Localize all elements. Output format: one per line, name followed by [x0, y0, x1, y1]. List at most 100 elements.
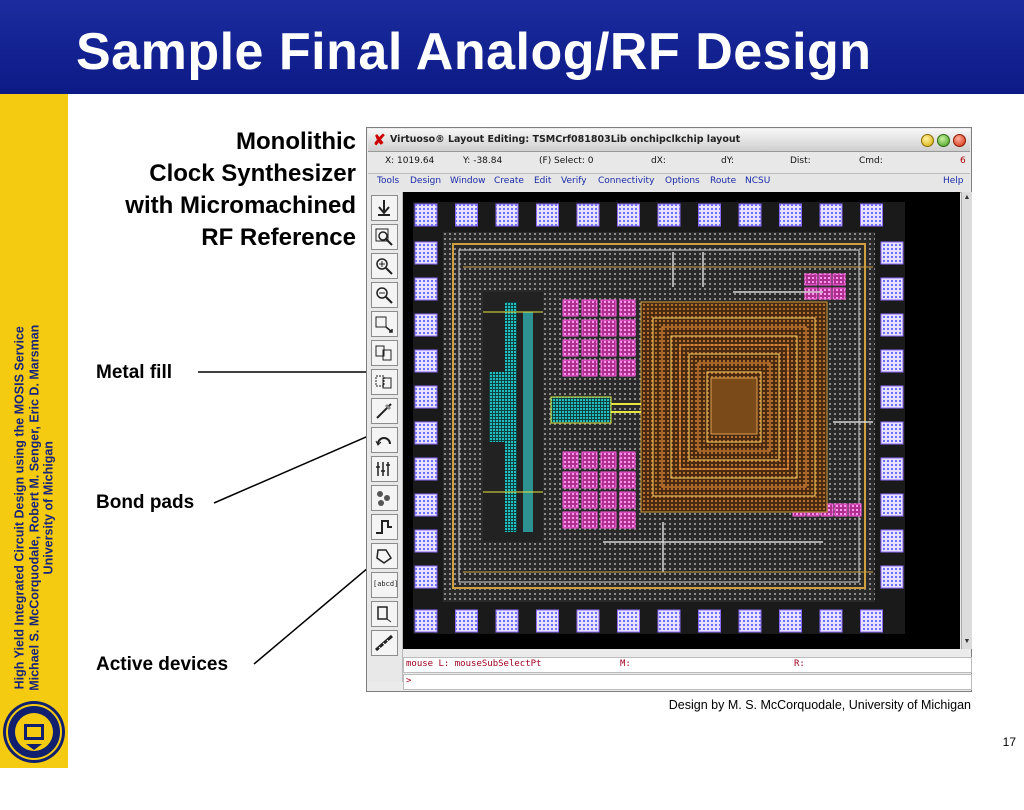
inductor-center: [710, 377, 758, 435]
device-cell: [619, 451, 636, 469]
stretch-icon[interactable]: [371, 311, 398, 337]
device-cell: [600, 339, 617, 357]
menu-window[interactable]: Window: [450, 176, 486, 186]
scroll-up-icon[interactable]: ▲: [963, 194, 971, 201]
menu-connectivity[interactable]: Connectivity: [598, 176, 655, 186]
path-icon[interactable]: [371, 514, 398, 540]
device-cell: [832, 287, 846, 300]
device-cell: [562, 491, 579, 509]
design-name-line4: RF Reference: [201, 224, 356, 251]
device-cell: [600, 491, 617, 509]
device-cell: [600, 471, 617, 489]
device-cell: [581, 471, 598, 489]
bond-pad: [536, 203, 559, 227]
ruler-icon[interactable]: [371, 630, 398, 656]
device-cell: [619, 359, 636, 377]
device-cell: [562, 451, 579, 469]
bond-pad-ring: [414, 203, 904, 633]
command-line[interactable]: >: [403, 674, 972, 690]
bond-pad: [414, 385, 438, 409]
device-cell: [600, 319, 617, 337]
device-cell: [818, 273, 832, 286]
cmd-readout: Cmd:: [859, 156, 883, 166]
slide-title-bar: Sample Final Analog/RF Design: [0, 0, 1024, 94]
property-icon[interactable]: [371, 456, 398, 482]
bond-pad: [738, 203, 762, 227]
copy-icon[interactable]: [371, 340, 398, 366]
mouse-left-binding: mouse L: mouseSubSelectPt: [406, 659, 542, 669]
zoom-out-icon[interactable]: [371, 282, 398, 308]
menu-options[interactable]: Options: [665, 176, 700, 186]
bond-pad: [698, 203, 721, 227]
bond-pad: [414, 565, 438, 589]
device-cell: [600, 299, 617, 317]
device-cell: [619, 319, 636, 337]
instance-icon[interactable]: [371, 485, 398, 511]
menu-create[interactable]: Create: [494, 176, 524, 186]
menu-route[interactable]: Route: [710, 176, 737, 186]
bond-pad: [779, 609, 802, 633]
device-cell: [619, 511, 636, 529]
rectangle-icon[interactable]: [371, 601, 398, 627]
menu-ncsu[interactable]: NCSU: [745, 176, 771, 186]
menu-verify[interactable]: Verify: [561, 176, 587, 186]
scroll-down-icon[interactable]: ▼: [963, 638, 971, 645]
move-icon[interactable]: [371, 369, 398, 395]
inductor-turn: [706, 371, 762, 443]
menu-bar: Tools Design Window Create Edit Verify C…: [368, 174, 970, 193]
menu-edit[interactable]: Edit: [534, 176, 552, 186]
device-cell: [581, 339, 598, 357]
bond-pad: [880, 349, 904, 373]
vertical-scrollbar[interactable]: ▲ ▼: [961, 192, 972, 649]
design-name: Monolithic Clock Synthesizer with Microm…: [70, 126, 356, 254]
chip-layout: [413, 202, 905, 634]
device-cell: [600, 359, 617, 377]
bond-pad: [414, 241, 438, 265]
undo-icon[interactable]: [371, 427, 398, 453]
device-cell: [619, 491, 636, 509]
active-devices-label: Active devices: [96, 654, 229, 675]
y-coordinate: Y: -38.84: [463, 156, 503, 166]
bond-pads-label: Bond pads: [96, 492, 195, 513]
bond-pad: [880, 421, 904, 445]
save-icon[interactable]: [371, 195, 398, 221]
polygon-icon[interactable]: [371, 543, 398, 569]
menu-tools[interactable]: Tools: [377, 176, 400, 186]
x-coordinate: X: 1019.64: [385, 156, 435, 166]
close-x-icon[interactable]: ✘: [373, 132, 386, 149]
bond-pad: [657, 203, 681, 227]
delete-icon[interactable]: [371, 398, 398, 424]
maximize-icon[interactable]: [937, 134, 950, 147]
spiral-inductor: [652, 317, 816, 497]
minimize-icon[interactable]: [921, 134, 934, 147]
device-cell: [581, 491, 598, 509]
layout-canvas[interactable]: [403, 192, 960, 649]
device-cell: [562, 471, 579, 489]
device-cell: [562, 319, 579, 337]
bond-pad: [414, 609, 438, 633]
menu-help[interactable]: Help: [943, 176, 964, 186]
label-icon[interactable]: [abcd]: [371, 572, 398, 598]
device-cell: [600, 511, 617, 529]
close-icon[interactable]: [953, 134, 966, 147]
bond-pad: [576, 203, 600, 227]
dy-readout: dY:: [721, 156, 735, 166]
zoom-in-icon[interactable]: [371, 253, 398, 279]
device-cell: [600, 451, 617, 469]
device-cell: [581, 319, 598, 337]
bond-pad: [455, 609, 478, 633]
device-cell: [818, 287, 832, 300]
device-cell: [619, 339, 636, 357]
bond-pad: [617, 203, 640, 227]
bond-pad: [880, 493, 904, 517]
inductor-turn: [661, 326, 807, 488]
zoom-fit-icon[interactable]: [371, 224, 398, 250]
dx-readout: dX:: [651, 156, 666, 166]
device-cell: [832, 273, 846, 286]
menu-design[interactable]: Design: [410, 176, 442, 186]
bond-pad: [414, 421, 438, 445]
metal-fill-label: Metal fill: [96, 362, 173, 383]
bond-pad: [880, 241, 904, 265]
bond-pad: [779, 203, 802, 227]
design-name-line2: Clock Synthesizer: [149, 160, 356, 187]
